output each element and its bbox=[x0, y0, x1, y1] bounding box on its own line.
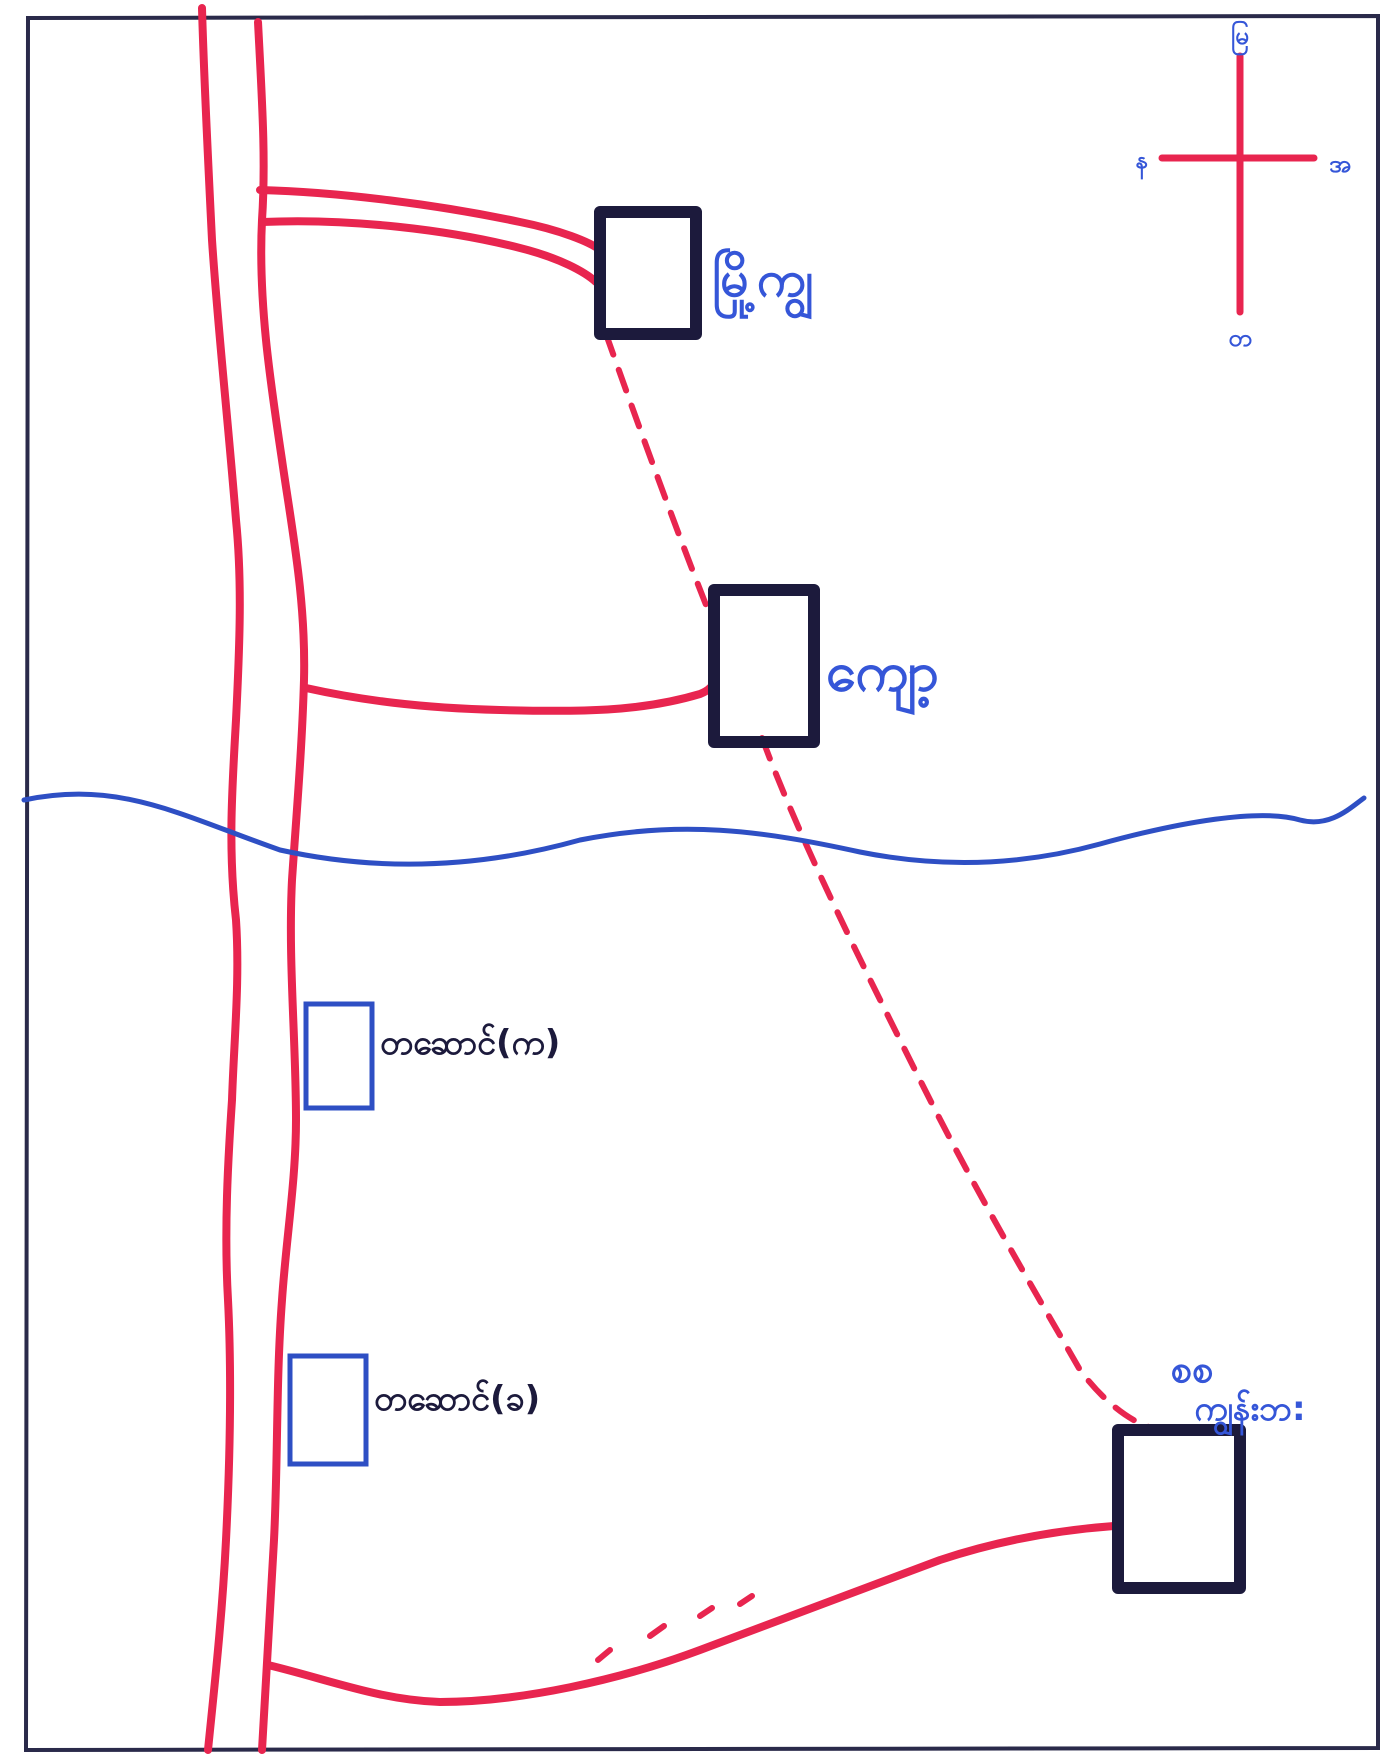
building-a-label: မြို့ကျွ bbox=[712, 247, 814, 320]
building-d bbox=[287, 1353, 369, 1467]
compass-south-label: တ bbox=[1228, 324, 1251, 352]
building-c-label: တဆောင်(က) bbox=[380, 1023, 560, 1063]
building-e bbox=[1112, 1424, 1246, 1594]
building-d-label: တဆောင်(ခ) bbox=[374, 1379, 540, 1419]
building-b bbox=[708, 584, 820, 748]
map-frame bbox=[23, 13, 1380, 1753]
building-a bbox=[594, 206, 702, 340]
compass-east-label: အ bbox=[1329, 150, 1351, 178]
compass-west-label: န bbox=[1136, 146, 1148, 180]
building-c bbox=[303, 1001, 375, 1111]
branch-roads bbox=[256, 186, 1118, 1706]
compass-cross bbox=[1158, 52, 1318, 316]
building-b-label: ကျော့ bbox=[826, 640, 939, 716]
compass-north-label: မြ bbox=[1231, 20, 1249, 56]
dashed-path bbox=[603, 331, 1155, 1431]
compass: မြ တ အ န bbox=[1136, 20, 1351, 352]
main-road bbox=[198, 4, 309, 1754]
river bbox=[21, 791, 1367, 867]
building-e-label-line1: စစ bbox=[1171, 1347, 1214, 1391]
